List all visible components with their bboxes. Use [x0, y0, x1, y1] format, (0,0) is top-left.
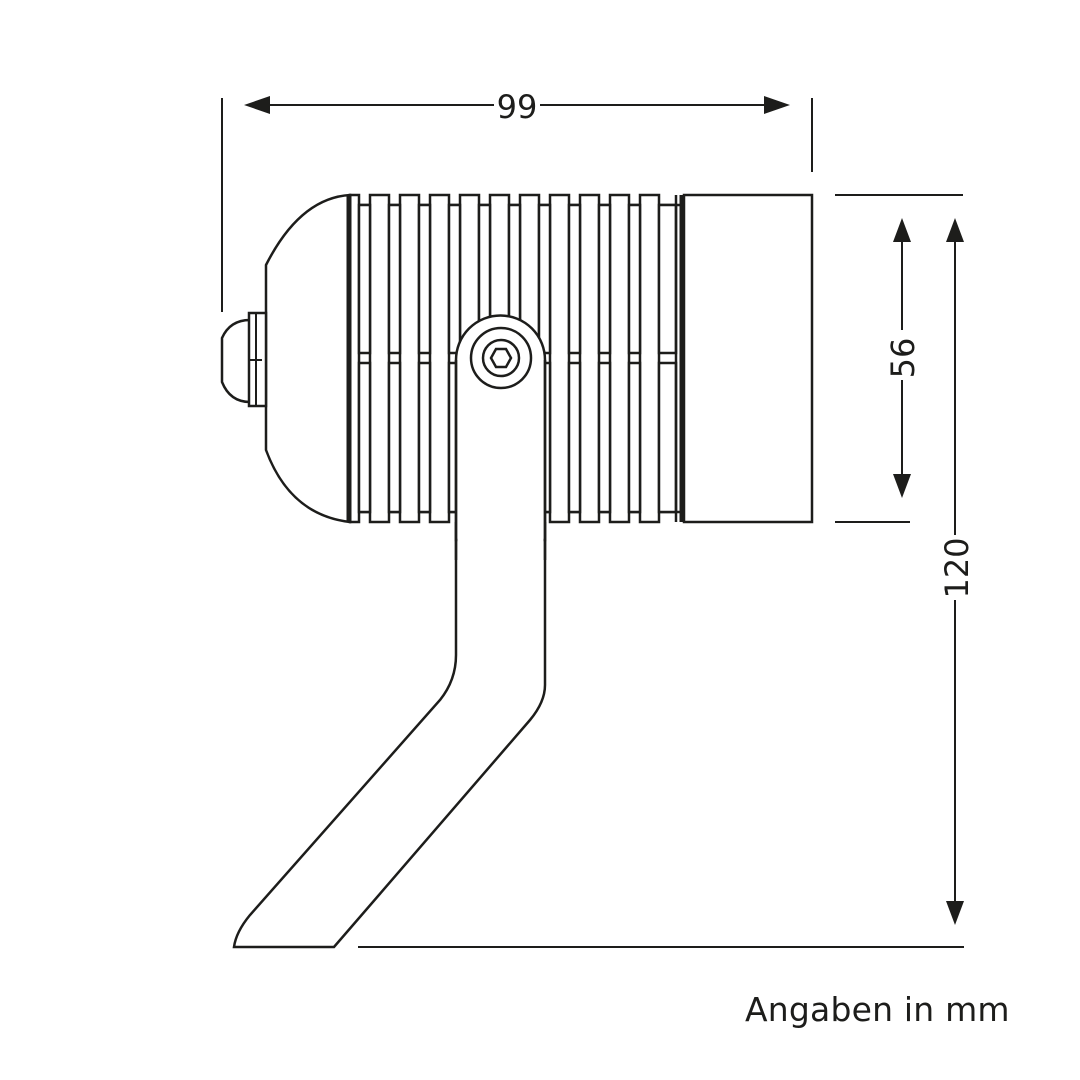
arrowhead-down-icon: [893, 474, 911, 498]
arrowhead-right-icon: [764, 96, 790, 114]
mounting-bracket: [454, 314, 547, 560]
dimension-width: 99: [221, 88, 813, 312]
cable-gland-dome: [220, 318, 252, 404]
arrowhead-down-icon: [946, 901, 964, 925]
total-height-dimension-label: 120: [938, 537, 976, 598]
hex-socket-icon: [489, 347, 513, 369]
arrowhead-up-icon: [946, 218, 964, 242]
width-dimension-label: 99: [497, 88, 538, 126]
rear-cap: [264, 193, 352, 524]
arrowhead-left-icon: [244, 96, 270, 114]
dimension-head-height: 56: [835, 194, 963, 523]
cable-gland: [220, 311, 268, 408]
front-housing: [682, 193, 814, 524]
head-height-dimension-label: 56: [884, 338, 922, 379]
dimension-total-height: 120: [358, 218, 976, 948]
units-note: Angaben in mm: [745, 990, 1010, 1029]
arrowhead-up-icon: [893, 218, 911, 242]
